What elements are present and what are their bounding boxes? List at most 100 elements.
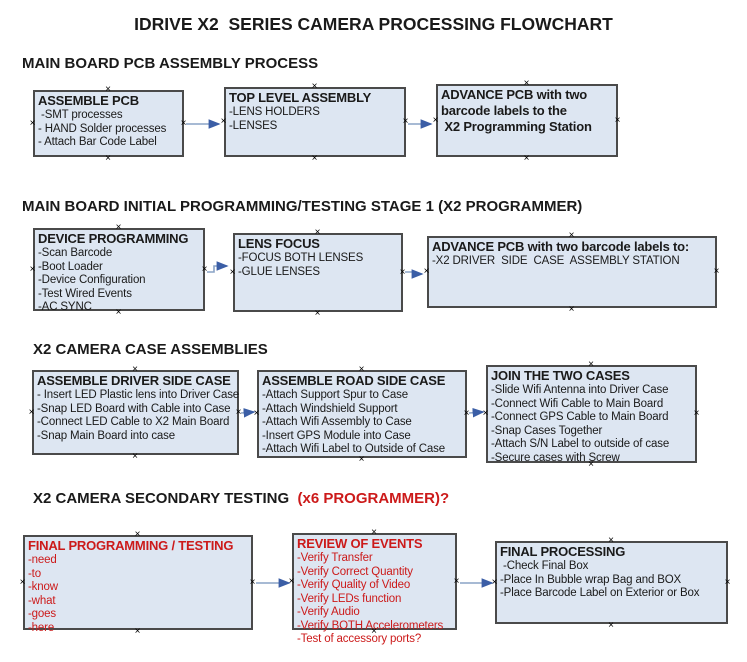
- anchor-x-icon: [491, 579, 498, 586]
- box-item: -Test Wired Events: [38, 287, 132, 300]
- anchor-x-icon: [399, 269, 406, 276]
- anchor-x-icon: [371, 529, 378, 536]
- anchor-x-icon: [29, 120, 36, 127]
- flow-box-lens-focus: LENS FOCUS -FOCUS BOTH LENSES -GLUE LENS…: [233, 233, 403, 312]
- box-item: -Verify Quality of Video: [297, 579, 411, 591]
- anchor-x-icon: [713, 268, 720, 275]
- box-item: -Boot Loader: [38, 260, 103, 273]
- box-item: -Place Barcode Label on Exterior or Box: [500, 587, 700, 599]
- box-item: -goes: [28, 608, 57, 620]
- box-title: TOP LEVEL ASSEMBLY: [229, 90, 372, 105]
- flow-box-join-the-two-cases: JOIN THE TWO CASES -Slide Wifi Antenna i…: [486, 365, 697, 464]
- box-item: -what: [28, 594, 56, 607]
- anchor-x-icon: [358, 366, 365, 373]
- anchor-x-icon: [423, 268, 430, 275]
- section-header-case-assemblies: X2 CAMERA CASE ASSEMBLIES: [33, 341, 268, 358]
- box-item: -Slide Wifi Antenna into Driver Case: [491, 384, 669, 396]
- box-item: -Place In Bubble wrap Bag and BOX: [500, 573, 682, 586]
- anchor-x-icon: [588, 361, 595, 368]
- box-item: - Insert LED Plastic lens into Driver Ca…: [37, 389, 240, 401]
- flow-box-final-programming-testing: FINAL PROGRAMMING / TESTING -need -to -k…: [23, 535, 256, 634]
- box-item: -LENSES: [229, 119, 278, 132]
- box-item: -SMT processes: [38, 109, 123, 121]
- anchor-x-icon: [463, 410, 470, 417]
- box-item: -Verify LEDs function: [297, 592, 402, 605]
- anchor-x-icon: [134, 628, 141, 635]
- anchor-x-icon: [180, 120, 187, 127]
- box-item: -Secure cases with Screw: [491, 451, 620, 464]
- anchor-x-icon: [588, 461, 595, 468]
- box-title: FINAL PROCESSING: [500, 544, 626, 559]
- anchor-x-icon: [220, 118, 227, 125]
- anchor-x-icon: [614, 117, 621, 124]
- anchor-x-icon: [314, 229, 321, 236]
- box-item: -Attach Support Spur to Case: [262, 389, 409, 401]
- flow-box-assemble-road-side-case: ASSEMBLE ROAD SIDE CASE -Attach Support …: [257, 370, 467, 458]
- anchor-x-icon: [568, 306, 575, 313]
- anchor-x-icon: [253, 410, 260, 417]
- flow-box-review-of-events: REVIEW OF EVENTS -Verify Transfer -Verif…: [292, 533, 460, 645]
- box-title: ASSEMBLE ROAD SIDE CASE: [262, 373, 446, 388]
- page-title: IDRIVE X2 SERIES CAMERA PROCESSING FLOWC…: [134, 14, 613, 34]
- anchor-x-icon: [568, 232, 575, 239]
- box-item: -X2 DRIVER SIDE CASE ASSEMBLY STATION: [432, 255, 680, 267]
- box-item: -Scan Barcode: [38, 247, 113, 259]
- flow-box-top-level-assembly: TOP LEVEL ASSEMBLY -LENS HOLDERS -LENSES: [224, 87, 406, 157]
- anchor-x-icon: [132, 366, 139, 373]
- box-title: ASSEMBLE DRIVER SIDE CASE: [37, 373, 231, 388]
- box-item: -Verify Transfer: [297, 552, 373, 564]
- anchor-x-icon: [371, 628, 378, 635]
- anchor-x-icon: [115, 224, 122, 231]
- flow-box-final-processing: FINAL PROCESSING -Check Final Box -Place…: [495, 541, 728, 624]
- box-item: -Attach S/N Label to outside of case: [491, 438, 670, 450]
- anchor-x-icon: [432, 117, 439, 124]
- section-header-secondary-testing: X2 CAMERA SECONDARY TESTING (x6 PROGRAMM…: [33, 490, 449, 507]
- box-item: -GLUE LENSES: [238, 265, 320, 278]
- box-title: ADVANCE PCB with two barcode labels to t…: [441, 87, 592, 134]
- anchor-x-icon: [608, 622, 615, 629]
- anchor-x-icon: [314, 310, 321, 317]
- anchor-x-icon: [482, 410, 489, 417]
- section-header-black-part: X2 CAMERA SECONDARY TESTING: [33, 490, 294, 507]
- box-item: -LENS HOLDERS: [229, 106, 320, 118]
- anchor-x-icon: [523, 80, 530, 87]
- box-title: DEVICE PROGRAMMING: [38, 231, 189, 246]
- box-item: -Check Final Box: [500, 560, 589, 572]
- box-title: FINAL PROGRAMMING / TESTING: [28, 538, 234, 553]
- box-item: -here: [28, 621, 55, 634]
- flow-arrow: [468, 407, 485, 418]
- box-item: -Attach Wifi Label to Outside of Case: [262, 443, 446, 455]
- anchor-x-icon: [453, 578, 460, 585]
- box-item: -Connect LED Cable to X2 Main Board: [37, 416, 230, 428]
- box-title: REVIEW OF EVENTS: [297, 536, 423, 551]
- anchor-x-icon: [201, 266, 208, 273]
- box-item: -Connect Wifi Cable to Main Board: [491, 397, 664, 410]
- box-item: -Attach Windshield Support: [262, 402, 398, 415]
- box-title: ADVANCE PCB with two barcode labels to:: [432, 239, 690, 254]
- anchor-x-icon: [235, 409, 242, 416]
- anchor-x-icon: [249, 579, 256, 586]
- flow-box-assemble-driver-side-case: ASSEMBLE DRIVER SIDE CASE - Insert LED P…: [32, 370, 239, 455]
- anchor-x-icon: [28, 409, 35, 416]
- anchor-x-icon: [608, 537, 615, 544]
- box-title: JOIN THE TWO CASES: [491, 368, 630, 383]
- flow-box-assemble-pcb: ASSEMBLE PCB -SMT processes - HAND Solde…: [33, 90, 184, 157]
- box-item: -Insert GPS Module into Case: [262, 429, 411, 442]
- box-item: -FOCUS BOTH LENSES: [238, 252, 364, 264]
- box-title: LENS FOCUS: [238, 236, 320, 251]
- anchor-x-icon: [523, 155, 530, 162]
- anchor-x-icon: [115, 309, 122, 316]
- box-item: -to: [28, 567, 41, 580]
- anchor-x-icon: [132, 453, 139, 460]
- anchor-x-icon: [311, 155, 318, 162]
- box-item: - HAND Solder processes: [38, 122, 167, 135]
- anchor-x-icon: [402, 118, 409, 125]
- anchor-x-icon: [358, 456, 365, 463]
- box-item: -AC SYNC: [38, 301, 92, 313]
- anchor-x-icon: [105, 86, 112, 93]
- box-item: - Attach Bar Code Label: [38, 136, 157, 148]
- box-item: -Connect GPS Cable to Main Board: [491, 411, 669, 423]
- section-header-initial-programming: MAIN BOARD INITIAL PROGRAMMING/TESTING S…: [22, 198, 583, 215]
- box-item: -know: [28, 581, 58, 593]
- section-header-red-part: (x6 PROGRAMMER)?: [293, 490, 450, 507]
